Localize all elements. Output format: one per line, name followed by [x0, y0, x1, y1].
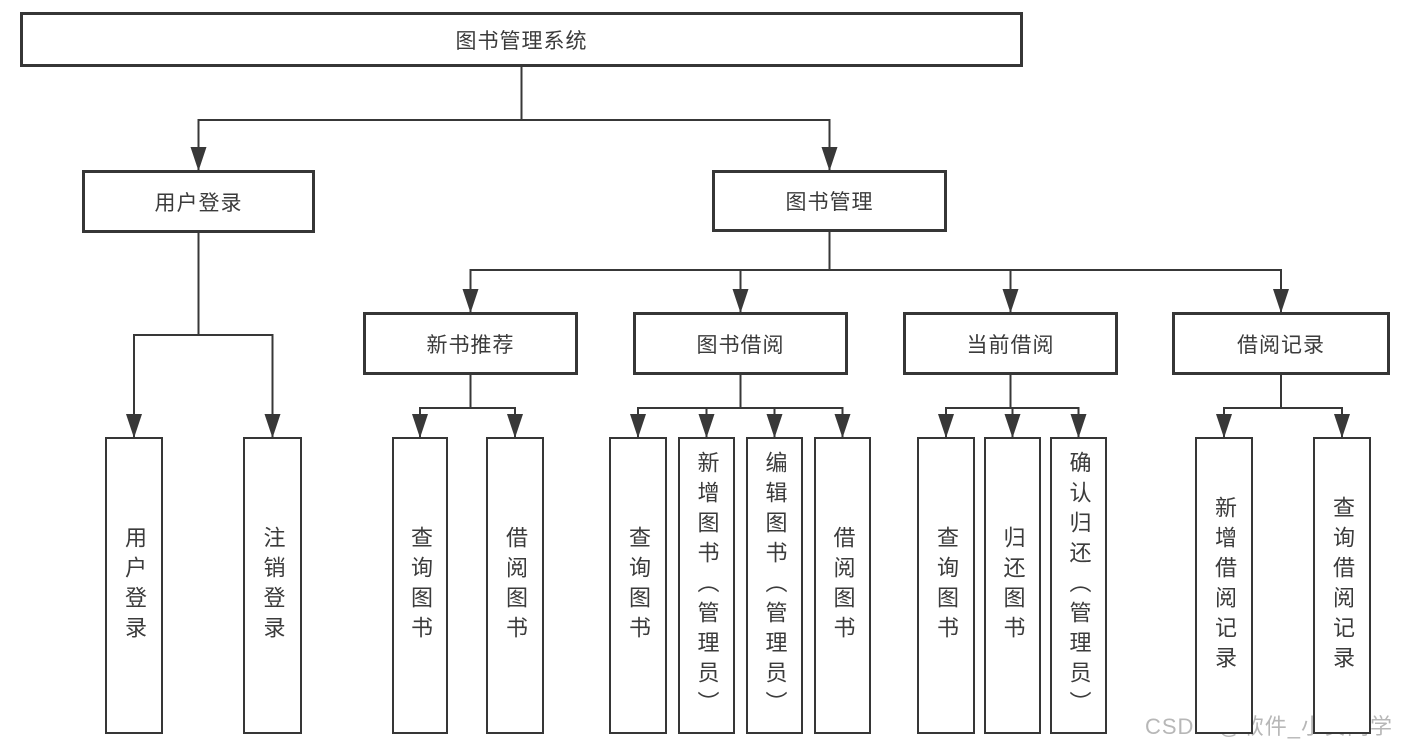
node-label-system-root: 图书管理系统: [455, 29, 588, 53]
node-label-current-query-books: 查询图书: [934, 525, 959, 646]
node-user-login-branch: 用户登录: [82, 170, 315, 233]
node-label-user-login-leaf: 用户登录: [122, 525, 147, 646]
node-current-query-books: 查询图书: [917, 437, 975, 734]
node-label-recommend-borrow-books: 借阅图书: [503, 525, 528, 646]
node-label-borrow-records-group: 借阅记录: [1237, 333, 1325, 357]
node-user-login-leaf: 用户登录: [105, 437, 163, 734]
node-book-borrow-group: 图书借阅: [633, 312, 848, 375]
node-label-current-borrow-group: 当前借阅: [966, 333, 1055, 357]
node-borrow-add-books-admin: 新增图书（管理员）: [678, 437, 735, 734]
node-recommend-borrow-books: 借阅图书: [486, 437, 544, 734]
node-borrow-edit-books-admin: 编辑图书（管理员）: [746, 437, 803, 734]
node-label-new-book-recommend: 新书推荐: [426, 333, 515, 357]
node-label-borrow-query-books: 查询图书: [626, 525, 651, 646]
node-book-management-branch: 图书管理: [712, 170, 947, 232]
node-borrow-borrow-books: 借阅图书: [814, 437, 871, 734]
node-label-current-confirm-return-admin: 确认归还（管理员）: [1066, 450, 1092, 721]
node-label-recommend-query-books: 查询图书: [408, 525, 433, 646]
node-label-book-management-branch: 图书管理: [785, 191, 874, 214]
node-borrow-records-group: 借阅记录: [1172, 312, 1390, 375]
node-label-user-login-branch: 用户登录: [154, 191, 243, 215]
node-logout-leaf: 注销登录: [243, 437, 302, 734]
node-system-root: 图书管理系统: [20, 12, 1023, 67]
node-current-borrow-group: 当前借阅: [903, 312, 1118, 375]
node-label-logout-leaf: 注销登录: [260, 525, 286, 646]
node-current-confirm-return-admin: 确认归还（管理员）: [1050, 437, 1107, 734]
node-label-current-return-books: 归还图书: [1000, 525, 1026, 646]
node-recommend-query-books: 查询图书: [392, 437, 448, 734]
node-records-query-record: 查询借阅记录: [1313, 437, 1371, 734]
node-new-book-recommend: 新书推荐: [363, 312, 578, 375]
node-label-book-borrow-group: 图书借阅: [696, 333, 785, 357]
node-label-borrow-borrow-books: 借阅图书: [830, 525, 856, 646]
node-current-return-books: 归还图书: [984, 437, 1041, 734]
node-label-records-query-record: 查询借阅记录: [1330, 495, 1355, 676]
node-borrow-query-books: 查询图书: [609, 437, 667, 734]
node-label-borrow-add-books-admin: 新增图书（管理员）: [694, 450, 720, 721]
node-label-records-add-record: 新增借阅记录: [1212, 495, 1237, 676]
node-label-borrow-edit-books-admin: 编辑图书（管理员）: [762, 450, 788, 721]
node-records-add-record: 新增借阅记录: [1195, 437, 1253, 734]
